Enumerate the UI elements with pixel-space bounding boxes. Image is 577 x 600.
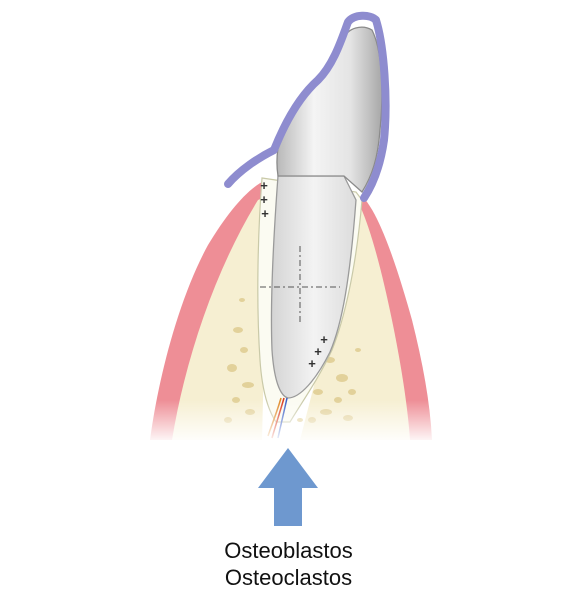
cells-label-osteoclasts: Osteoclastos [224, 565, 353, 590]
tension-mark: + [320, 332, 328, 347]
alveolar-bone [172, 196, 410, 440]
cells-label-osteoblasts: Osteoblastos [224, 538, 353, 563]
tension-markers-lower: + + + [308, 332, 328, 371]
tension-mark: + [314, 344, 322, 359]
crown-outline [224, 11, 390, 202]
tooth-root [270, 175, 357, 399]
bone-right [300, 206, 410, 440]
bottom-fade [140, 400, 440, 444]
up-arrow-icon [258, 448, 318, 526]
center-of-resistance-icon [260, 246, 340, 324]
bone-left [172, 196, 268, 440]
tension-markers-upper: + + + [260, 178, 269, 221]
tension-mark: + [260, 178, 268, 193]
tension-mark: + [261, 206, 269, 221]
tension-mark: + [308, 356, 316, 371]
tension-mark: + [260, 192, 268, 207]
